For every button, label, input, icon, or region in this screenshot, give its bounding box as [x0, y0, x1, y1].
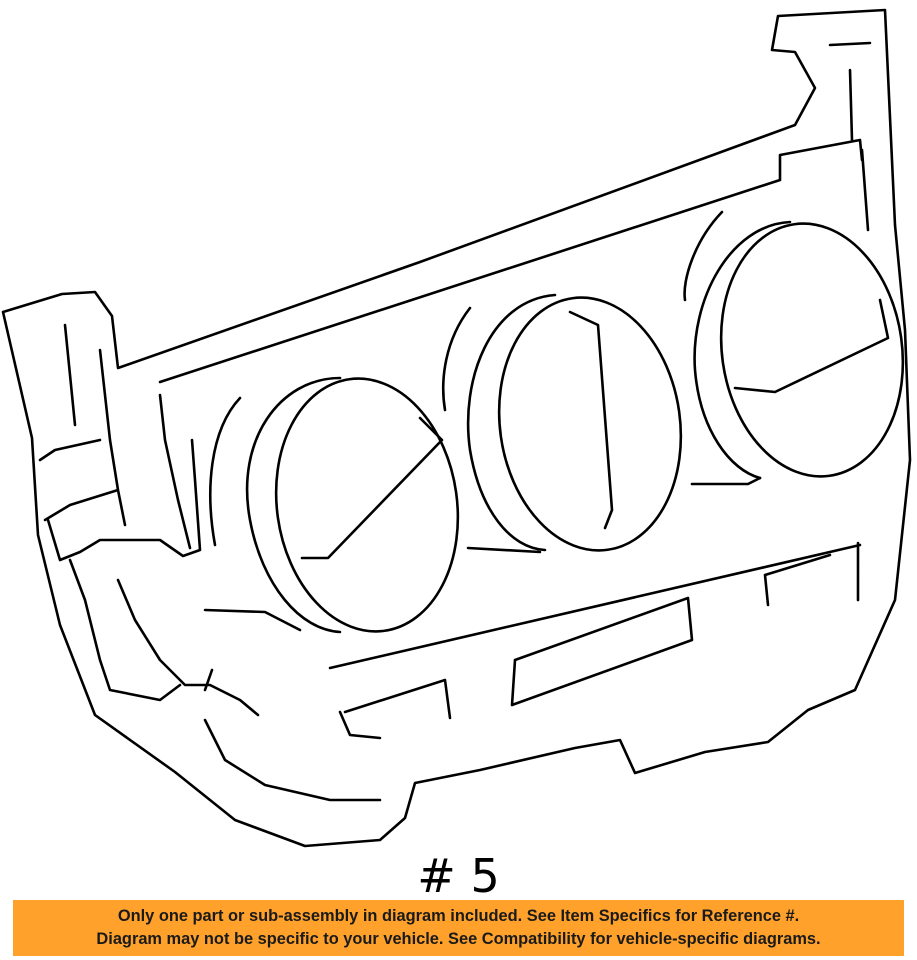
knob-left-face — [274, 377, 460, 633]
knob-left-arc — [209, 396, 242, 547]
knob-left-base — [203, 608, 302, 632]
top-tab-detail — [828, 41, 872, 232]
lower-button-center — [510, 596, 694, 707]
knob-center-base — [466, 546, 542, 554]
knob-center-arc — [442, 306, 472, 412]
knob-left-pointer — [300, 416, 444, 560]
knob-right-face — [719, 222, 905, 478]
bezel-outline — [1, 8, 912, 848]
left-side-detail — [38, 323, 202, 562]
knob-right-base — [690, 476, 762, 486]
knob-center-face — [497, 296, 683, 552]
inner-top-contour — [158, 138, 864, 384]
part-number-label: # 5 — [417, 849, 500, 903]
knob-right-rim — [693, 220, 792, 480]
disclaimer-line-1: Only one part or sub-assembly in diagram… — [117, 907, 800, 925]
knob-center-pointer — [568, 310, 614, 530]
knob-right-arc — [683, 210, 724, 302]
lower-button-row — [328, 541, 862, 670]
disclaimer-line-2: Diagram may not be specific to your vehi… — [96, 930, 821, 948]
disclaimer-banner: Only one part or sub-assembly in diagram… — [13, 900, 904, 956]
knob-right-pointer — [733, 298, 890, 394]
knob-center-rim — [466, 293, 557, 552]
climate-control-panel-drawing — [1, 8, 912, 848]
lower-button-left — [338, 678, 452, 740]
knob-left-rim — [245, 376, 342, 634]
left-lower-detail — [68, 558, 382, 802]
